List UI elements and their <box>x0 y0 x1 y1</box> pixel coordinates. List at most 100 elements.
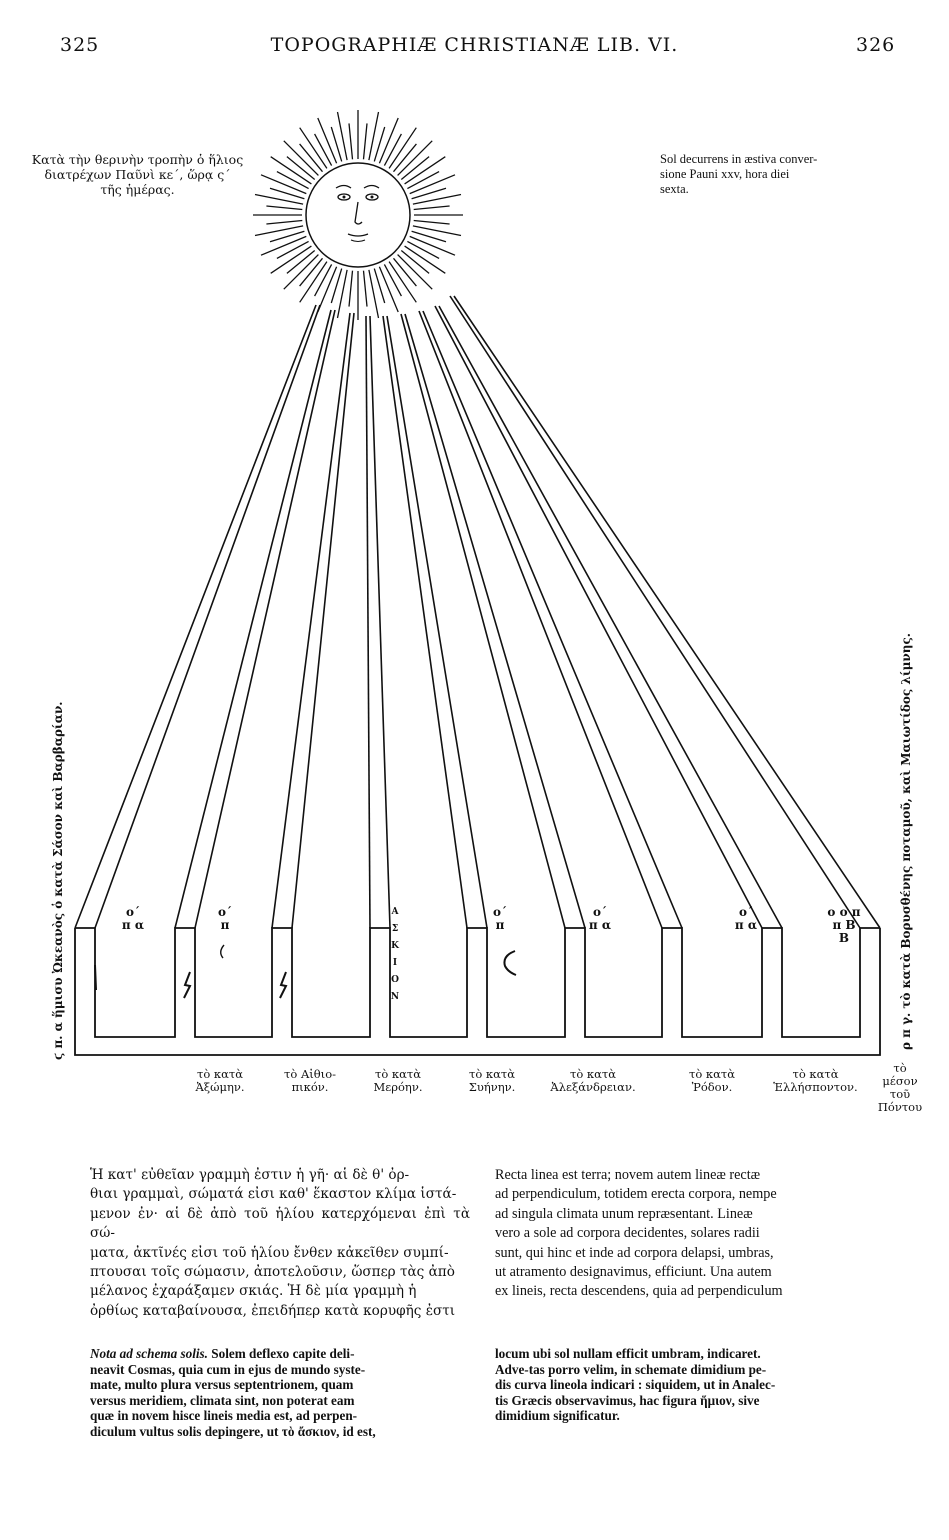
sunburst-ray <box>299 127 328 169</box>
sunburst-ray <box>383 133 402 166</box>
latin-line: ad singula climata unum repræsentant. Li… <box>495 1205 753 1222</box>
latin-cont-line: dis curva lineola indicari : siquidem, u… <box>495 1377 776 1392</box>
clime-label-axome: τὸ κατὰ Ἀξώμην. <box>180 1068 260 1094</box>
sunburst-ray <box>276 171 309 190</box>
nota-line: neavit Cosmas, quia cum in ejus de mundo… <box>90 1361 366 1377</box>
askion-letter: Σ <box>391 924 399 934</box>
greek-line: ὀρθίως καταβαίνουσα, ἐπειδήπερ κατὰ κορυ… <box>90 1302 456 1319</box>
askion-vertical-label: Α Σ Κ Ι Ο Ν <box>389 904 401 1006</box>
sunburst-ray <box>276 240 309 259</box>
sun-face <box>305 162 411 268</box>
clime-label-line: τὸ <box>893 1061 907 1075</box>
sunburst-ray <box>392 143 417 173</box>
solar-ray-line <box>422 310 683 929</box>
greek-caption-line: Κατὰ τὴν θερινὴν τροπὴν ὁ ἥλιος <box>31 152 244 167</box>
sunburst-ray <box>388 127 417 169</box>
nota-line: mate, multo plura versus septentrionem, … <box>90 1377 354 1392</box>
sunburst-ray <box>378 117 399 164</box>
latin-line: sunt, qui hinc et inde ad corpora delaps… <box>495 1244 774 1261</box>
latin-caption-top-right: Sol decurrens in æstiva conver- sione Pa… <box>660 152 890 197</box>
sunburst-ray <box>404 245 446 274</box>
greek-caption-line: διατρέχων Παῦνὶ κε΄, ὥρᾳ ς΄ <box>44 167 231 182</box>
askion-letter: Κ <box>391 941 399 951</box>
clime-label-alexandria: τὸ κατὰ Ἀλεξάνδρειαν. <box>538 1068 648 1094</box>
sunburst-ray <box>411 230 447 243</box>
sunburst-ray <box>383 264 402 297</box>
sunburst-ray <box>409 235 456 256</box>
sunburst-ray <box>397 254 433 290</box>
solar-rays <box>74 295 881 929</box>
nota-paragraph: Nota ad schema solis. Solem deflexo capi… <box>90 1346 470 1439</box>
solar-ray-line <box>271 312 351 929</box>
sunburst-ray <box>378 266 399 313</box>
askion-letter: Ν <box>390 992 400 1002</box>
sunburst-ray <box>336 269 348 319</box>
solar-ray-line <box>453 295 881 929</box>
sunburst-ray <box>299 143 324 173</box>
latin-paragraph: Recta linea est terra; novem autem lineæ… <box>495 1166 900 1302</box>
clime-label-line: τὸ κατὰ <box>196 1067 244 1081</box>
sunburst-ray <box>254 193 304 205</box>
latin-line: ut atramento designavimus, efficiunt. Un… <box>495 1264 772 1281</box>
greek-caption-top-left: Κατὰ τὴν θερινὴν τροπὴν ὁ ἥλιος διατρέχω… <box>30 152 245 197</box>
sunburst-ray <box>336 111 348 161</box>
sunburst-ray <box>409 174 456 195</box>
post-mark: ο΄ π α <box>588 905 612 932</box>
greek-line: μενον ἐν· αἱ δὲ ἀπὸ τοῦ ἡλίου κατερχόμεν… <box>90 1205 470 1242</box>
sunburst-ray <box>283 254 319 290</box>
right-page-number: 326 <box>856 34 896 56</box>
latin-line: vero a sole ad corpora decidentes, solar… <box>495 1225 760 1242</box>
latin-caption-line: Sol decurrens in æstiva conver- <box>660 152 818 166</box>
latin-line: ex lineis, recta descendens, quia ad per… <box>495 1283 783 1300</box>
sunburst-ray <box>388 261 417 303</box>
clime-label-aethiopia: τὸ Αἰθιο- πικόν. <box>270 1068 350 1094</box>
solar-ray-line <box>74 304 317 929</box>
clime-label-syene: τὸ κατὰ Συήνην. <box>452 1068 532 1094</box>
greek-line: ματα, ἀκτῖνές εἰσι τοῦ ἡλίου ἔνθεν κἀκεῖ… <box>90 1244 449 1261</box>
nota-heading: Nota ad schema solis. <box>90 1346 208 1361</box>
solar-ray-line <box>418 310 663 929</box>
clime-label-line: Ῥόδον. <box>691 1080 733 1094</box>
post-mark: ο΄ π α <box>734 905 758 932</box>
sunburst-ray <box>266 219 303 225</box>
sunburst-ray <box>270 245 312 274</box>
latin-cont-line: dimidium significatur. <box>495 1408 620 1423</box>
clime-label-line: Μερόην. <box>373 1080 423 1094</box>
sunburst-ray <box>270 156 312 185</box>
solar-ray-line <box>434 305 763 929</box>
nota-line: Solem deflexo capite deli- <box>211 1346 355 1361</box>
sunburst-ray <box>317 266 338 313</box>
solar-ray-line <box>174 309 332 929</box>
greek-line: μέλανος ἐχαράξαμεν σκιάς. Ἡ δὲ μία γραμμ… <box>90 1283 417 1300</box>
askion-letter: Ο <box>391 975 399 985</box>
askion-letter: Α <box>391 907 399 917</box>
sunburst-ray <box>260 174 307 195</box>
clime-label-rhodes: τὸ κατὰ Ῥόδον. <box>672 1068 752 1094</box>
clime-label-pontus: τὸ μέσον τοῦ Πόντου <box>870 1062 930 1114</box>
sunburst-ray <box>348 123 354 160</box>
clime-label-line: τὸ κατὰ <box>569 1067 617 1081</box>
sunburst-ray <box>407 240 440 259</box>
clime-label-line: μέσον <box>882 1074 918 1088</box>
sunburst-ray <box>368 269 380 319</box>
latin-caption-line: sexta. <box>660 182 689 196</box>
nota-line: diculum vultus solis depingere, ut τὸ ἄσ… <box>90 1423 376 1439</box>
running-title: TOPOGRAPHIÆ CHRISTIANÆ LIB. VI. <box>270 34 679 56</box>
sunburst-ray <box>404 156 446 185</box>
solar-ray-line <box>369 315 391 929</box>
clime-label-line: τὸ κατὰ <box>468 1067 516 1081</box>
latin-cont-line: Adve-tas porro velim, in schemate dimidi… <box>495 1361 767 1377</box>
latin-caption-line: sione Pauni xxv, hora diei <box>660 167 790 181</box>
greek-caption-line: τῆς ἡμέρας. <box>100 182 175 197</box>
sunburst-ray <box>260 235 307 256</box>
clime-label-hellespont: τὸ κατὰ Ἑλλήσποντον. <box>768 1068 863 1094</box>
latin-line: Recta linea est terra; novem autem lineæ… <box>495 1167 761 1183</box>
greek-paragraph: Ἡ κατ' εὐθεῖαν γραμμὴ ἐστιν ἡ γῆ· αἱ δὲ … <box>90 1166 470 1321</box>
greek-line: πτουσαι τοῖς σώμασιν, ἀποτελοῦσιν, ὥσπερ… <box>90 1264 455 1281</box>
sunburst-ray <box>400 249 430 274</box>
nota-first-line: Nota ad schema solis. Solem deflexo capi… <box>90 1346 470 1362</box>
latin-continuation: locum ubi sol nullam efficit umbram, ind… <box>495 1346 900 1424</box>
solar-ray-line <box>94 304 321 929</box>
sunburst-ray <box>330 126 343 162</box>
sunburst-ray <box>397 140 433 176</box>
